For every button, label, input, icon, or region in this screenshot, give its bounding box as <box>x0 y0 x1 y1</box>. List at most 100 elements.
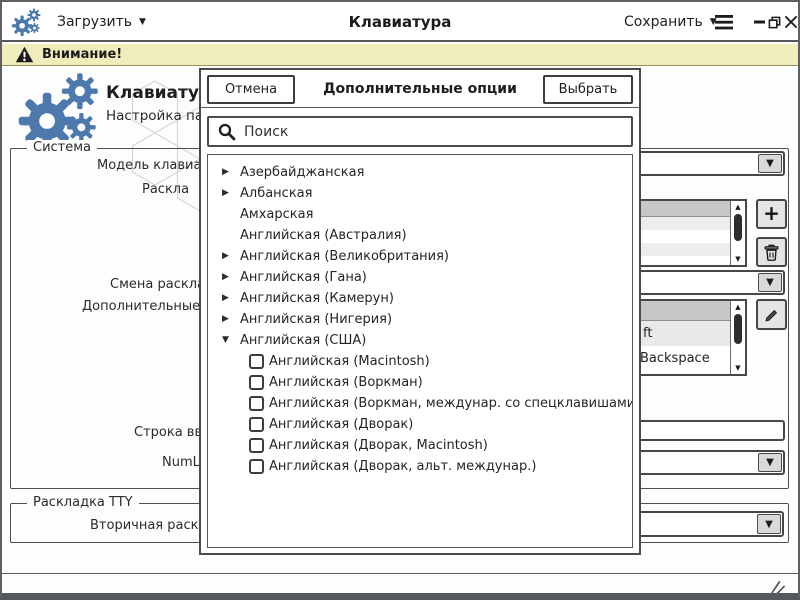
tree-item-label: Английская (Воркман) <box>269 375 423 390</box>
tree-item[interactable]: Амхарская <box>208 204 632 225</box>
save-menu-button[interactable]: Сохранить ▼ <box>624 11 717 33</box>
chevron-down-icon: ▼ <box>139 17 146 27</box>
expand-icon[interactable]: ▶ <box>222 251 229 261</box>
page-subtitle: Настройка па <box>106 108 204 124</box>
pencil-icon <box>765 309 777 321</box>
tree-item[interactable]: ▶ Азербайджанская <box>208 162 632 183</box>
expand-icon[interactable]: ▶ <box>222 314 229 324</box>
checkbox[interactable] <box>249 459 264 474</box>
expand-icon[interactable]: ▶ <box>222 293 229 303</box>
close-button[interactable] <box>782 13 798 31</box>
tree-checkbox-item[interactable]: Английская (Воркман) <box>208 372 632 393</box>
tree-item-label: Английская (Воркман, междунар. со спецкл… <box>269 396 633 411</box>
tree-item[interactable]: Английская (Австралия) <box>208 225 632 246</box>
expand-icon[interactable]: ▶ <box>222 188 229 198</box>
checkbox[interactable] <box>249 375 264 390</box>
dialog-title: Дополнительные опции <box>323 81 517 97</box>
warning-icon <box>15 46 34 63</box>
hotkey-item-text: Backspace <box>640 351 710 366</box>
warning-text: Внимание! <box>42 47 123 62</box>
tree-item-label: Английская (Дворак, альт. междунар.) <box>269 459 537 474</box>
page-title: Клавиатура <box>106 83 223 103</box>
maximize-button[interactable] <box>765 13 783 31</box>
minimize-icon <box>753 20 765 24</box>
scroll-up-icon[interactable]: ▲ <box>735 303 741 311</box>
title-bar: Загрузить ▼ Клавиатура Сохранить ▼ <box>2 2 798 42</box>
expand-icon[interactable]: ▶ <box>222 272 229 282</box>
combo-arrow-button[interactable]: ▼ <box>758 154 782 173</box>
tree-item-label: Английская (Нигерия) <box>240 312 393 327</box>
load-menu-button[interactable]: Загрузить ▼ <box>57 11 146 33</box>
tree-item-label: Албанская <box>240 186 313 201</box>
combo-arrow-button[interactable]: ▼ <box>758 453 782 472</box>
chevron-down-icon: ▼ <box>766 277 774 288</box>
collapse-icon[interactable]: ▼ <box>222 335 229 345</box>
tree-item[interactable]: ▶ Английская (Камерун) <box>208 288 632 309</box>
tree-item[interactable]: ▶ Английская (Великобритания) <box>208 246 632 267</box>
edit-options-button[interactable] <box>756 299 787 330</box>
expand-icon[interactable]: ▶ <box>222 167 229 177</box>
save-menu-label: Сохранить <box>624 14 703 30</box>
hotkey-item-text: ft <box>643 326 653 341</box>
cancel-button[interactable]: Отмена <box>207 75 295 104</box>
options-scrollbar[interactable]: ▲ ▼ <box>730 301 745 374</box>
tree-item[interactable]: ▶ Английская (Гана) <box>208 267 632 288</box>
scroll-down-icon[interactable]: ▼ <box>735 255 741 263</box>
checkbox[interactable] <box>249 417 264 432</box>
minimize-button[interactable] <box>750 13 768 31</box>
load-menu-label: Загрузить <box>57 14 133 30</box>
additional-options-dialog: Отмена Дополнительные опции Выбрать Поис… <box>199 68 641 555</box>
tree-checkbox-item[interactable]: Английская (Дворак) <box>208 414 632 435</box>
checkbox[interactable] <box>249 396 264 411</box>
trash-icon <box>764 244 779 261</box>
select-button[interactable]: Выбрать <box>543 75 633 104</box>
tree-checkbox-item[interactable]: Английская (Воркман, междунар. со спецкл… <box>208 393 632 414</box>
tree-item-label: Английская (Дворак) <box>269 417 414 432</box>
maximize-icon <box>768 16 780 28</box>
layouts-scrollbar[interactable]: ▲ ▼ <box>730 201 745 265</box>
tree-item-label: Амхарская <box>240 207 314 222</box>
tree-item[interactable]: ▼ Английская (США) <box>208 330 632 351</box>
tree-item[interactable]: ▶ Английская (Нигерия) <box>208 309 632 330</box>
resize-grip-icon[interactable] <box>769 580 786 595</box>
chevron-down-icon: ▼ <box>765 518 773 530</box>
tree-item-label: Английская (Гана) <box>240 270 367 285</box>
checkbox[interactable] <box>249 438 264 453</box>
combo-arrow-button[interactable]: ▼ <box>757 514 781 534</box>
search-input[interactable]: Поиск <box>207 116 633 147</box>
add-layout-button[interactable]: + <box>756 199 787 229</box>
tree-item[interactable]: ▶ Албанская <box>208 183 632 204</box>
chevron-down-icon: ▼ <box>709 17 717 27</box>
tree-item-label: Английская (Macintosh) <box>269 354 430 369</box>
tree-item-label: Английская (Австралия) <box>240 228 407 243</box>
tree-checkbox-item[interactable]: Английская (Дворак, альт. междунар.) <box>208 456 632 477</box>
dialog-header: Отмена Дополнительные опции Выбрать <box>201 70 639 108</box>
tree-checkbox-item[interactable]: Английская (Дворак, Macintosh) <box>208 435 632 456</box>
input-line-label: Строка вво <box>134 425 211 440</box>
remove-layout-button[interactable] <box>756 237 787 267</box>
tree-checkbox-item[interactable]: Английская (Macintosh) <box>208 351 632 372</box>
combo-arrow-button[interactable]: ▼ <box>758 273 782 292</box>
tree-item-label: Азербайджанская <box>240 165 365 180</box>
scroll-down-icon[interactable]: ▼ <box>735 364 741 372</box>
statusbar-divider <box>2 573 798 574</box>
checkbox[interactable] <box>249 354 264 369</box>
window-title: Клавиатура <box>348 13 452 31</box>
scroll-up-icon[interactable]: ▲ <box>735 203 741 211</box>
tree-item-label: Английская (Дворак, Macintosh) <box>269 438 488 453</box>
tty-group-legend: Раскладка TTY <box>27 495 139 510</box>
tree-item-label: Английская (Великобритания) <box>240 249 449 264</box>
chevron-down-icon: ▼ <box>766 158 774 169</box>
plus-icon: + <box>763 201 780 225</box>
warning-bar: Внимание! <box>2 44 798 66</box>
tree-item-label: Английская (США) <box>240 333 367 348</box>
hamburger-menu-button[interactable] <box>715 13 733 31</box>
hamburger-icon <box>715 14 733 29</box>
chevron-down-icon: ▼ <box>766 457 774 468</box>
scrollbar-thumb[interactable] <box>734 314 742 344</box>
search-placeholder: Поиск <box>244 123 289 140</box>
tree-item-label: Английская (Камерун) <box>240 291 394 306</box>
search-icon <box>218 123 236 140</box>
scrollbar-thumb[interactable] <box>734 214 742 241</box>
